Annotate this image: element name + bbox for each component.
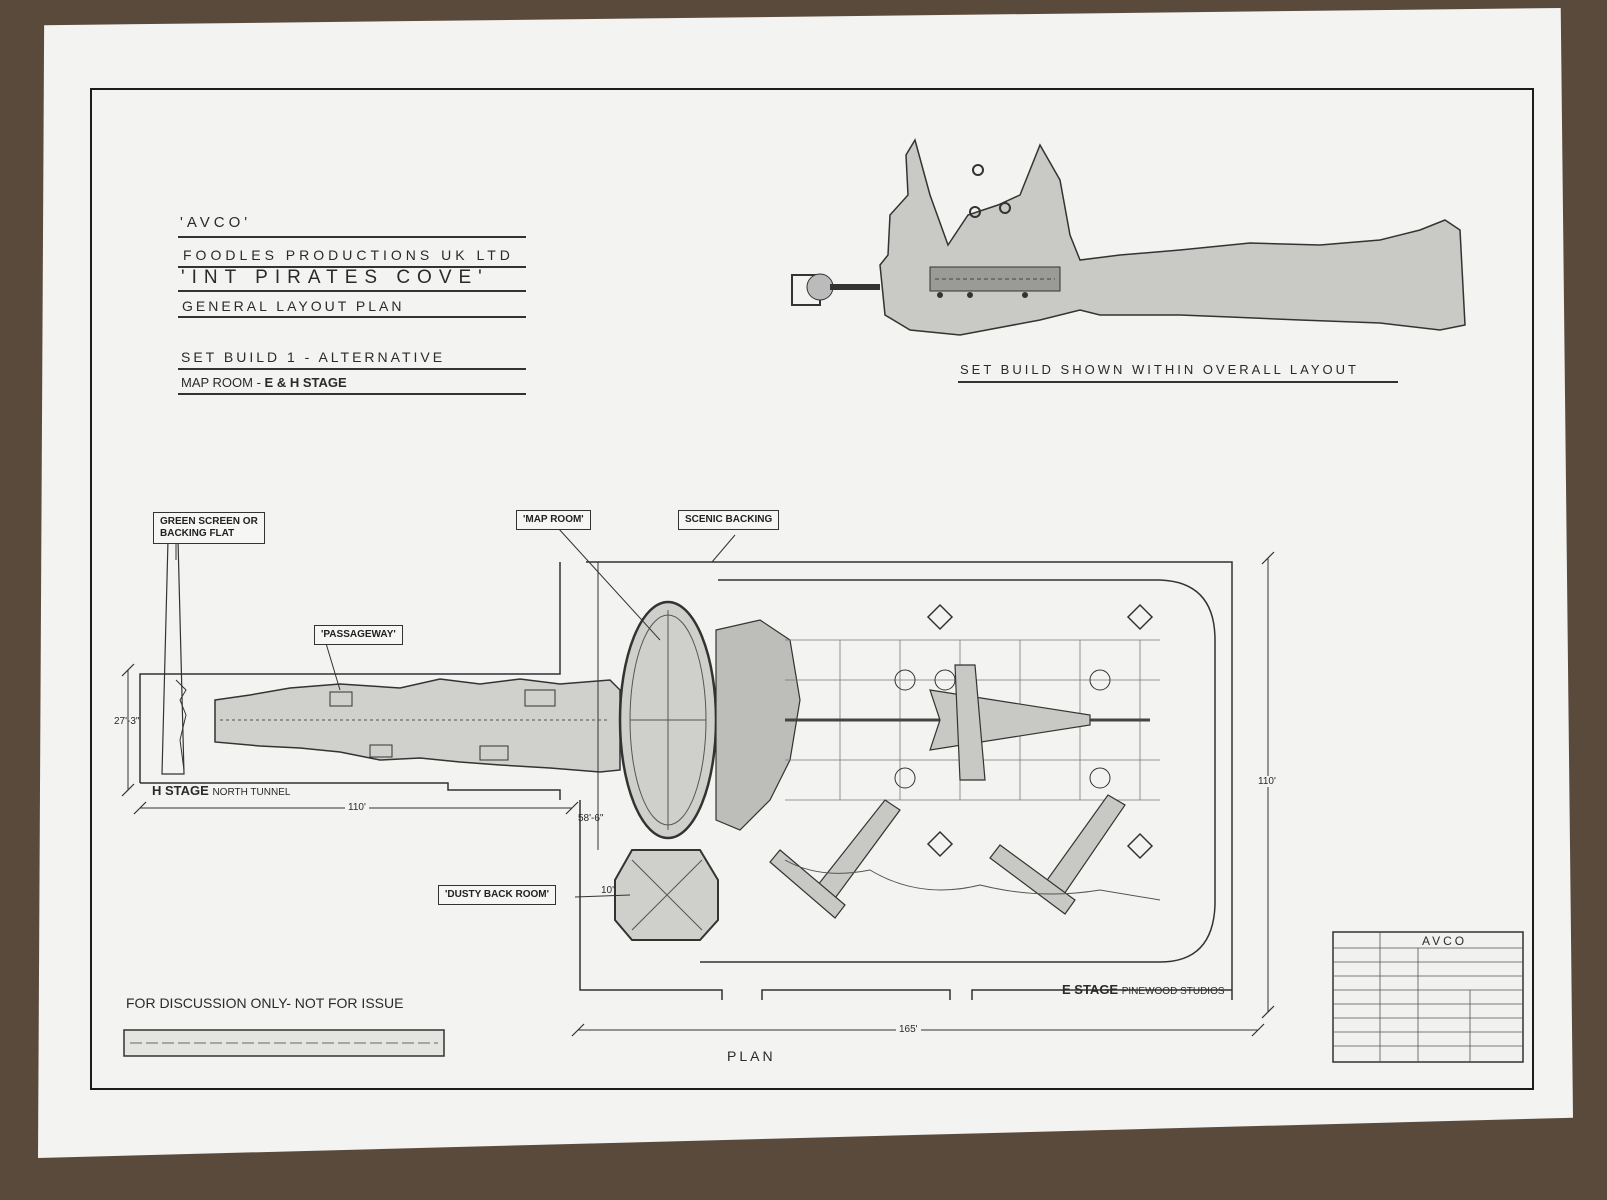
- overview-caption-rule: [958, 381, 1398, 383]
- overview-caption: SET BUILD SHOWN WITHIN OVERALL LAYOUT: [960, 362, 1359, 377]
- set-build: SET BUILD 1 - ALTERNATIVE: [181, 349, 446, 365]
- title-rule-6: [178, 393, 526, 395]
- e-stage-name: E STAGE: [1062, 982, 1119, 997]
- plan-label: PLAN: [727, 1048, 776, 1064]
- h-stage-enclosure: [139, 562, 561, 783]
- callout-dusty-back-room: 'DUSTY BACK ROOM': [438, 885, 557, 905]
- title-rule-1: [178, 236, 526, 238]
- h-stage-label: H STAGE NORTH TUNNEL: [152, 783, 290, 798]
- title-rule-2: [178, 266, 526, 268]
- ship-center: [929, 664, 1091, 781]
- e-stage-sub: PINEWOOD STUDIOS: [1121, 986, 1225, 997]
- overview-layout-drawing: [791, 138, 1466, 336]
- dim-map-room-label: 58'-6": [578, 813, 604, 824]
- h-stage-name: H STAGE: [152, 783, 209, 798]
- drawing-type: GENERAL LAYOUT PLAN: [182, 298, 405, 314]
- dim-e-stage-length-label: 165': [896, 1024, 921, 1035]
- title-rule-4: [178, 316, 526, 318]
- title-rule-3: [178, 290, 526, 292]
- title-stamp: [1332, 931, 1524, 1063]
- callout-passageway: 'PASSAGEWAY': [314, 625, 403, 645]
- callout-green-screen-line2: BACKING FLAT: [160, 528, 235, 539]
- green-screen-flat: [161, 539, 185, 775]
- h-stage-sub: NORTH TUNNEL: [212, 787, 291, 798]
- company-name: FOODLES PRODUCTIONS UK LTD: [183, 247, 514, 263]
- ship-left: [769, 799, 901, 919]
- location-stage: E & H STAGE: [264, 375, 347, 390]
- location-line: MAP ROOM - E & H STAGE: [181, 375, 347, 390]
- discussion-note: FOR DISCUSSION ONLY- NOT FOR ISSUE: [126, 995, 404, 1011]
- dim-h-stage-length-label: 110': [345, 802, 369, 813]
- location-prefix: MAP ROOM -: [181, 375, 265, 390]
- ship-right: [989, 794, 1126, 915]
- callout-map-room: 'MAP ROOM': [516, 510, 591, 530]
- dim-h-stage-width-label: 27'-3": [114, 716, 140, 727]
- e-stage-enclosure: [586, 561, 1233, 1000]
- dim-back-room-label: 10': [601, 885, 615, 896]
- client-name: 'AVCO': [180, 214, 252, 231]
- title-rule-5: [178, 368, 526, 370]
- drawing-border: [90, 88, 1534, 1090]
- drawing-sheet: [38, 8, 1573, 1158]
- passageway-tunnel: [214, 678, 621, 773]
- callout-scenic-backing: SCENIC BACKING: [678, 510, 780, 530]
- title-stamp-brand: AVCO: [1422, 934, 1468, 948]
- dim-e-stage-depth-label: 110': [1258, 776, 1276, 787]
- e-stage-label: E STAGE PINEWOOD STUDIOS: [1062, 982, 1225, 997]
- callout-green-screen-line1: GREEN SCREEN OR: [160, 516, 258, 527]
- set-name: 'INT PIRATES COVE': [181, 267, 489, 288]
- callout-green-screen: GREEN SCREEN OR BACKING FLAT: [153, 512, 265, 544]
- hangar-outline: [700, 579, 1216, 963]
